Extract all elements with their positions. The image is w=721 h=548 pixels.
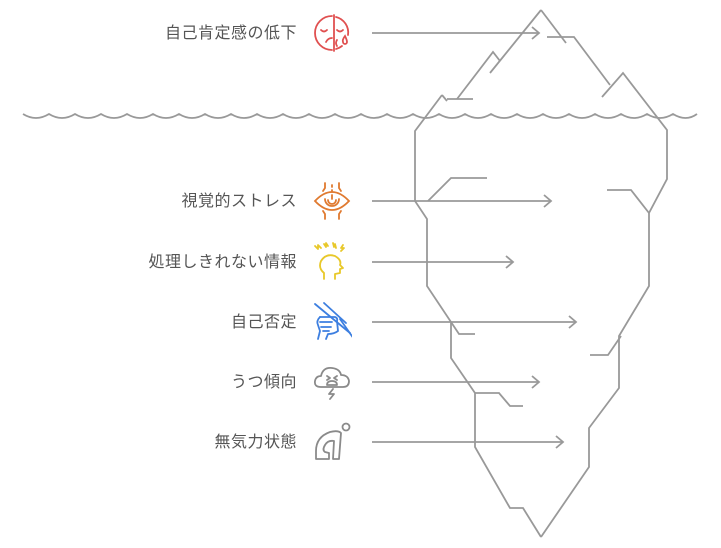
arrows (372, 26, 578, 449)
label-self-denial: 自己否定 (230, 312, 297, 331)
label-info-overload: 処理しきれない情報 (148, 252, 297, 271)
label-apathy: 無気力状態 (214, 432, 297, 451)
label-depression: うつ傾向 (230, 372, 297, 391)
head-shock-icon (312, 241, 352, 281)
slumped-person-icon (312, 421, 352, 461)
iceberg-outline (414, 9, 668, 538)
angry-storm-cloud-icon (312, 361, 352, 401)
eye-strain-icon (312, 181, 352, 221)
sad-face-tear-icon (312, 13, 352, 53)
water-line (22, 112, 698, 119)
label-self-esteem: 自己肯定感の低下 (164, 23, 297, 42)
fist-broken-stick-icon (312, 301, 352, 341)
label-visual-stress: 視覚的ストレス (181, 191, 297, 210)
